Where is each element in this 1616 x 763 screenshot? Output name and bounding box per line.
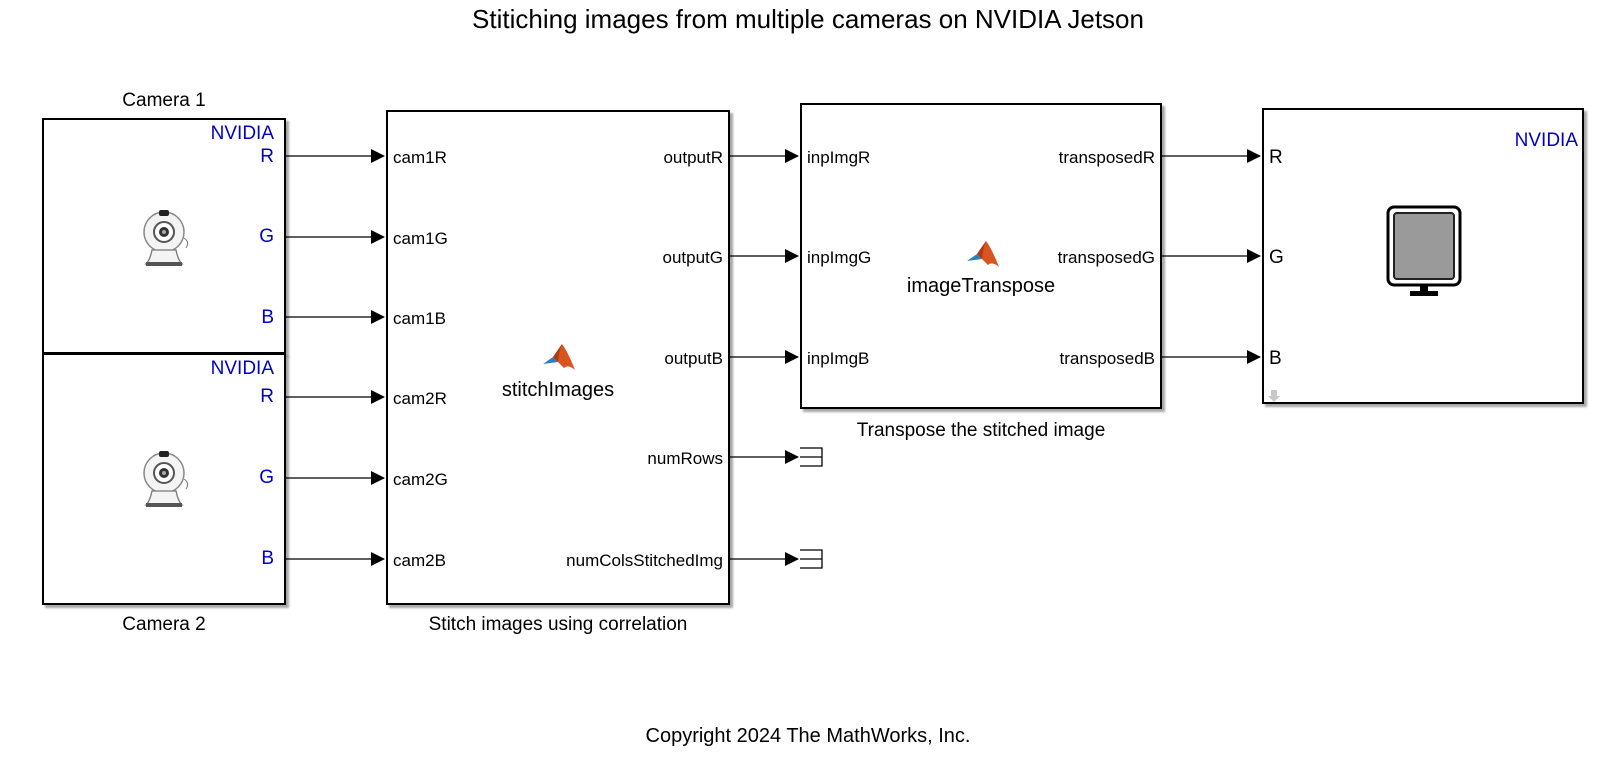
stitch-output-outputB: outputB (664, 349, 723, 368)
display-brand: NVIDIA (1514, 130, 1578, 151)
camera2-block[interactable]: NVIDIA R G B (42, 353, 286, 605)
transpose-input-inpImgB: inpImgB (807, 349, 870, 368)
camera2-caption: Camera 2 (122, 614, 206, 635)
copyright-text: Copyright 2024 The MathWorks, Inc. (645, 725, 971, 747)
stitch-input-cam2G: cam2G (393, 470, 448, 489)
webcam-icon (143, 210, 189, 266)
stitch-output-numColsStitchedImg: numColsStitchedImg (566, 551, 723, 570)
camera1-block[interactable]: NVIDIA R G B (42, 118, 286, 354)
matlab-function-icon (543, 344, 575, 370)
camera1-port-R: R (260, 146, 274, 167)
transpose-output-transposedR: transposedR (1058, 148, 1155, 167)
transpose-function-name: imageTranspose (906, 275, 1056, 297)
camera2-port-G: G (259, 467, 274, 488)
stitch-output-numRows: numRows (647, 449, 723, 468)
stitch-caption: Stitch images using correlation (428, 614, 688, 635)
camera2-port-B: B (261, 548, 274, 569)
image-transpose-block[interactable]: inpImgR inpImgG inpImgB transposedR tran… (800, 103, 1162, 409)
stitch-input-cam1B: cam1B (393, 309, 446, 328)
stitch-images-block[interactable]: cam1R cam1G cam1B cam2R cam2G cam2B outp… (386, 110, 730, 605)
terminator-numRows (800, 447, 823, 467)
display-port-G: G (1269, 247, 1284, 268)
camera1-port-G: G (259, 226, 274, 247)
nvidia-display-block[interactable]: NVIDIA R G B (1262, 108, 1584, 404)
camera1-caption: Camera 1 (122, 90, 206, 111)
stitch-output-outputG: outputG (662, 248, 724, 267)
transpose-input-inpImgG: inpImgG (807, 248, 872, 267)
display-port-R: R (1269, 147, 1283, 168)
stitch-output-outputR: outputR (663, 148, 723, 167)
transpose-input-inpImgR: inpImgR (807, 148, 871, 167)
camera2-port-R: R (260, 386, 274, 407)
camera1-port-B: B (261, 307, 274, 328)
down-arrow-icon (1268, 390, 1280, 402)
monitor-icon (1386, 205, 1462, 296)
display-port-B: B (1269, 348, 1282, 369)
stitch-input-cam1G: cam1G (393, 229, 448, 248)
terminator-numColsStitchedImg (800, 549, 823, 569)
stitch-input-cam1R: cam1R (393, 148, 447, 167)
stitch-input-cam2B: cam2B (393, 551, 446, 570)
transpose-output-transposedG: transposedG (1057, 248, 1155, 267)
transpose-output-transposedB: transposedB (1059, 349, 1155, 368)
webcam-icon (143, 451, 189, 507)
matlab-function-icon (967, 241, 999, 267)
stitch-function-name: stitchImages (501, 379, 615, 401)
diagram-title: Stitiching images from multiple cameras … (472, 4, 1144, 34)
camera1-brand: NVIDIA (210, 123, 274, 144)
transpose-caption: Transpose the stitched image (856, 420, 1106, 441)
stitch-input-cam2R: cam2R (393, 389, 447, 408)
camera2-brand: NVIDIA (210, 358, 274, 379)
